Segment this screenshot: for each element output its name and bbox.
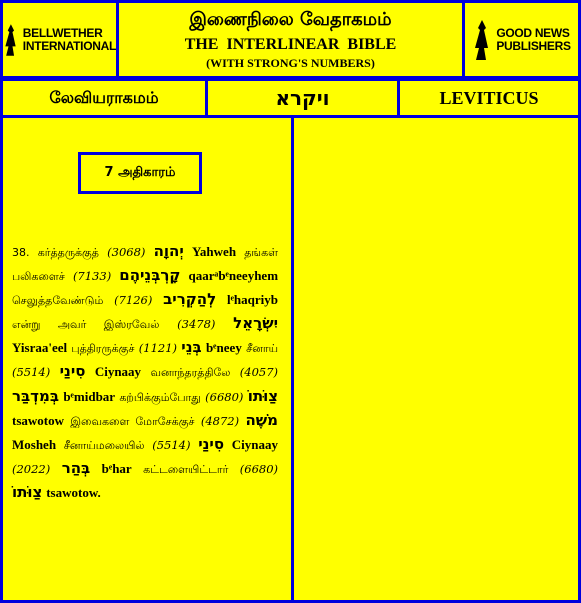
verse-number: 38. [12,246,30,259]
hebrew-word: צַוֹּתוֹ [247,386,279,405]
book-name-english: LEVITICUS [439,88,539,108]
title-box: இணைநிலை வேதாகமம் THE INTERLINEAR BIBLE (… [116,0,465,79]
tamil-word: வனாந்தரத்திலே [150,366,231,380]
strongs-number: (4057) [239,365,279,380]
hebrew-word: בְּהַר [61,458,91,477]
hebrew-word: לְהַקְרִיב [163,290,217,309]
good-news-logo-text: GOOD NEWS PUBLISHERS [496,25,571,53]
book-name-tamil: லேவியராகமம் [49,88,159,107]
strongs-number: (3068) [107,245,146,259]
hebrew-word: סִינַי [198,434,225,453]
good-news-logo-box: GOOD NEWS PUBLISHERS [462,0,581,79]
title-english: THE INTERLINEAR BIBLE [184,36,397,53]
chapter-label-box: 7 அதிகாரம் [78,152,202,194]
strongs-number: (2022) [12,461,51,476]
book-tamil-box: லேவியராகமம் [0,78,208,118]
strongs-number: (3478) [177,317,216,332]
subtitle: (WITH STRONG'S NUMBERS) [206,56,375,70]
tamil-column [0,115,294,603]
tamil-word: சீனாய் [246,342,279,356]
transliteration: Mosheh [12,436,57,452]
verse-text: 38. கர்த்தருக்குத் (3068) יְהוָה Yahweh … [12,240,278,505]
hebrew-word: בְּמִדְבַּר [12,386,59,405]
tamil-word: இவைகளை மோசேக்குச் [70,414,195,428]
transliteration: tsawotow. [46,484,101,500]
transliteration: lᵉhaqriyb [226,292,279,308]
hebrew-word: מֹשֶׁה [245,410,279,429]
transliteration: tsawotow [12,412,64,428]
bellwether-logo-text: BELLWETHER INTERNATIONAL [22,25,117,53]
tamil-word: கற்பிக்கும்போது [119,390,201,404]
strongs-number: (6680) [239,461,279,476]
transliteration: qaarᵃbᵉneeyhem [188,268,279,284]
transliteration: bᵉneey [205,340,242,356]
transliteration: Ciynaay [94,364,142,380]
blank-column [291,115,581,603]
transliteration: bᵉmidbar [63,388,116,404]
book-english-box: LEVITICUS [397,78,581,118]
hebrew-word: יִשְׂרָאֵל [233,314,278,333]
strongs-number: (4872) [200,413,240,428]
strongs-number: (6680) [205,389,244,404]
chapter-label: 7 அதிகாரம் [104,165,176,180]
transliteration: Ciynaay [231,436,278,452]
strongs-number: (7133) [72,269,112,284]
tamil-word: கட்டளையிட்டார் [143,462,229,476]
hebrew-word: בְּנֵי [181,338,202,357]
bellwether-logo-box: BELLWETHER INTERNATIONAL [0,0,119,79]
strongs-number: (1121) [138,341,178,356]
tamil-word: என்று அவர் இஸ்ரவேல் [12,318,160,332]
book-hebrew-box: ויקרא [205,78,400,118]
transliteration: bᵉhar [101,460,132,476]
transliteration: Yahweh [191,244,237,259]
transliteration: Yisraa'eel [12,340,68,356]
strongs-number: (5514) [12,365,51,380]
tamil-word: புத்திரருக்குச் [71,342,135,356]
hebrew-word: צַוֹּתוֹ [12,482,43,501]
tamil-word: தங்கள் பலிகளைச் [12,246,279,284]
strongs-number: (5514) [152,437,191,452]
title-tamil: இணைநிலை வேதாகமம் [189,9,392,30]
bellwether-figure-icon [5,23,16,56]
tamil-word: சீனாய்மலையில் [63,438,145,452]
strongs-number: (7126) [114,293,153,308]
hebrew-word: סִינַי [59,362,86,381]
hebrew-word: קָרְבְּנֵיהֶם [119,266,181,285]
tamil-word: செலுத்தவேண்டும் [12,294,104,308]
book-name-hebrew: ויקרא [275,86,330,110]
good-news-figure-icon [475,19,489,60]
tamil-word: கர்த்தருக்குத் [37,246,99,259]
hebrew-word: יְהוָה [153,242,184,260]
